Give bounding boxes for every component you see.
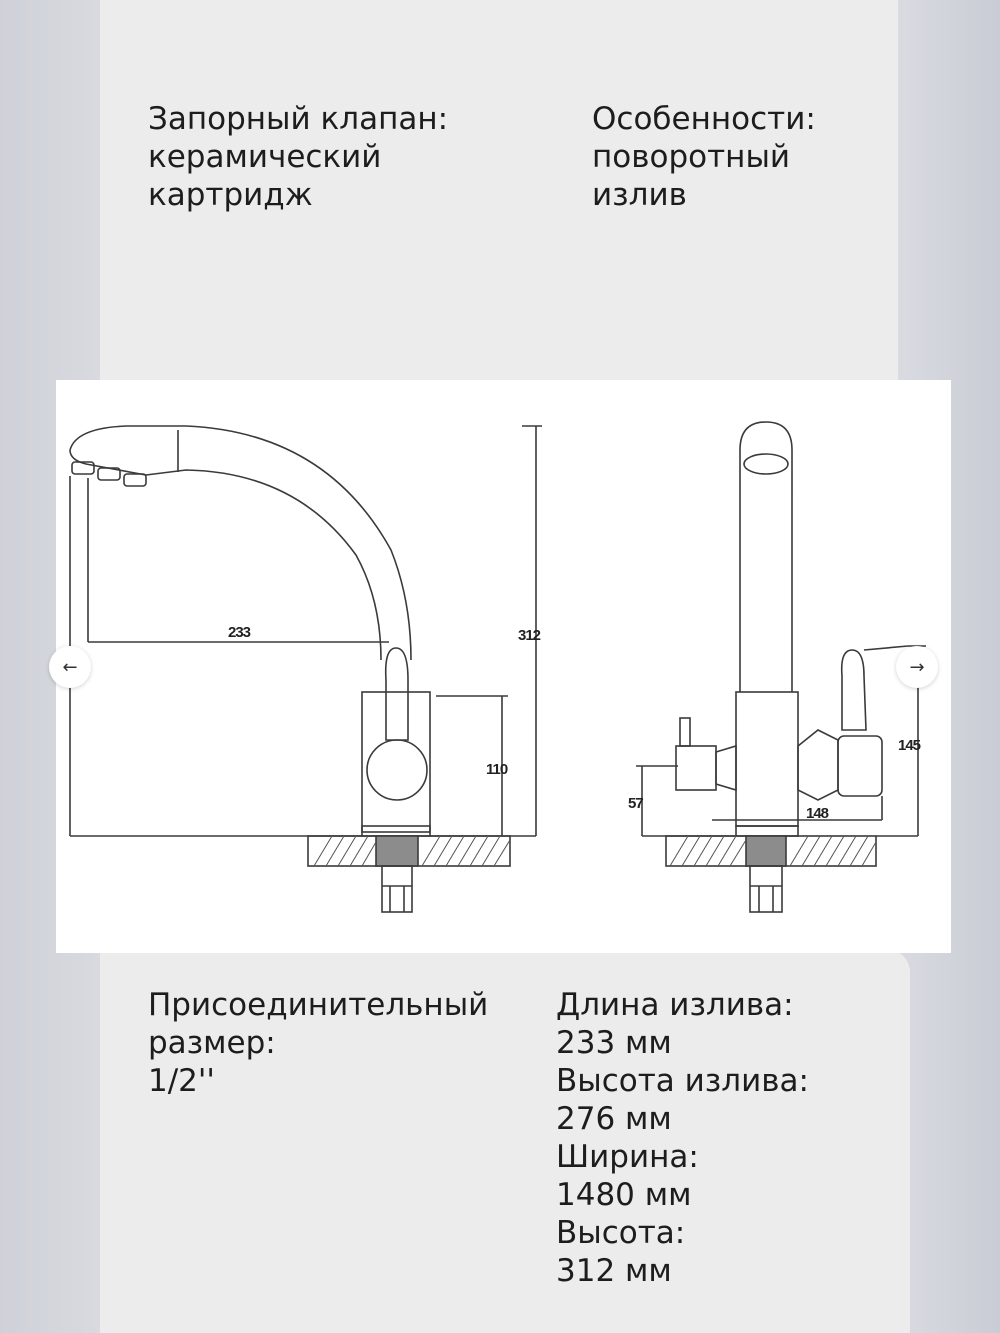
side-spout-head [739,421,793,492]
faucet-drawing-svg: 233 312 110 57 148 145 [69,421,926,913]
prev-arrow-button[interactable]: ← [49,646,91,688]
features-spec: Особенности: поворотный излив [592,101,816,213]
dim-side-width: 148 [806,805,829,822]
lever [384,647,409,741]
dim-spout-length: 233 [228,624,251,641]
spout-inner [145,469,382,661]
faucet-body [361,691,431,833]
bottom-card [110,950,910,1333]
dimensions-spec: Длина излива: 233 мм Высота излива: 276 … [556,987,809,1289]
dim-side-height: 145 [898,737,921,754]
cartridge-ball [366,739,428,801]
technical-drawing: 233 312 110 57 148 145 [56,380,951,953]
arrow-left-icon: ← [62,656,78,678]
dim-height: 312 [518,627,541,644]
valve-spec: Запорный клапан: керамический картридж [148,101,449,213]
dim-lever-height: 110 [486,761,508,778]
side-body [735,691,799,827]
spout-outer [69,425,412,661]
connection-spec: Присоединительный размер: 1/2'' [148,987,489,1099]
next-arrow-button[interactable]: → [896,646,938,688]
dim-side-low: 57 [628,795,643,812]
side-lever [840,649,867,731]
arrow-right-icon: → [909,656,925,678]
